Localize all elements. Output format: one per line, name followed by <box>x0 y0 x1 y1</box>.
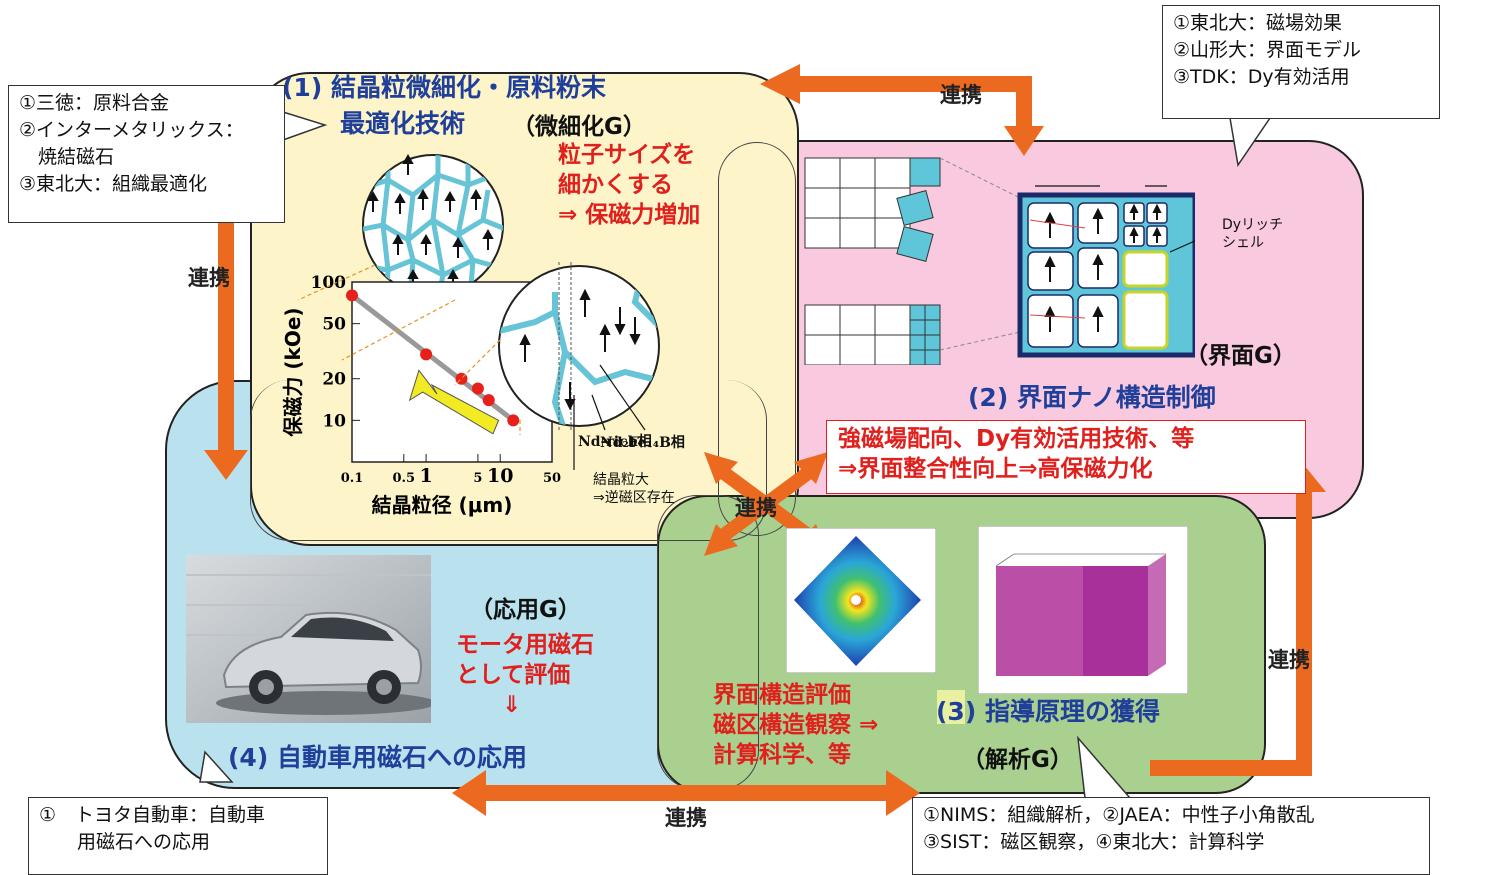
group1-label: （微細化G） <box>512 114 646 140</box>
link-label-center: 連携 <box>735 496 777 520</box>
x-tick-label: 10 <box>487 465 513 487</box>
group2-red-text: 強磁場配向、Dy有効活用技術、等 ⇒界面整合性向上⇒高保磁力化 <box>838 426 1195 482</box>
x-tick-label: 0.5 <box>392 471 415 486</box>
overlap-outline-2 <box>250 380 767 541</box>
phase-rich-label: Nd-rich相 <box>578 434 652 450</box>
group1-title-line1: (1) 結晶粒微細化・原料粉末 <box>282 73 606 102</box>
phase-main-label: Nd₂Fe₁₄B相 <box>600 435 685 451</box>
group1-title-line2: 最適化技術 <box>340 109 466 138</box>
group3-title: (3) 指導原理の獲得 <box>936 697 1160 726</box>
callout-top-left: ①三徳：原料合金 ②インターメタリックス： 焼結磁石 ③東北大：組織最適化 <box>8 85 285 223</box>
grain-structure-small <box>362 153 504 296</box>
link-label-top: 連携 <box>940 83 982 107</box>
x-tick-label: 50 <box>543 471 561 486</box>
decrease-arrow <box>408 369 500 435</box>
x-tick-label: 1 <box>419 465 432 487</box>
data-point <box>482 394 495 407</box>
group4-title: (4) 自動車用磁石への応用 <box>228 743 527 772</box>
link-label-bottom: 連携 <box>665 806 707 830</box>
overlap-outline <box>718 142 796 536</box>
link-label-right: 連携 <box>1268 648 1310 672</box>
data-point <box>346 289 358 302</box>
x-tick-label: 0.1 <box>341 471 364 486</box>
car-photo <box>186 555 431 723</box>
y-axis-label: 保磁力 (kOe) <box>281 307 305 437</box>
x-tick-label: 5 <box>473 471 482 486</box>
group3-label: （解析G） <box>962 747 1073 773</box>
scattering-pattern-image <box>786 528 936 673</box>
y-tick-label: 10 <box>322 411 346 431</box>
data-point <box>471 382 484 395</box>
domain-simulation-image <box>978 526 1188 694</box>
callout-bottom-left: ① トヨタ自動車：自動車 用磁石への応用 <box>28 797 328 875</box>
grain-structure-large <box>498 262 660 430</box>
link-label-left: 連携 <box>188 266 230 290</box>
callout-top-right: ①東北大：磁場効果 ②山形大：界面モデル ③TDK：Dy有効活用 <box>1162 5 1440 119</box>
y-tick-label: 50 <box>322 315 346 335</box>
data-point <box>420 348 433 361</box>
group4-red-text: モータ用磁石 として評価 ⇓ <box>456 632 594 718</box>
group3-number-highlight <box>937 690 965 724</box>
group4-label: （応用G） <box>470 597 581 623</box>
group1-red-text: 粒子サイズを 細かくする ⇒ 保磁力増加 <box>558 142 701 228</box>
dy-rich-shell-label: Dyリッチ シェル <box>1222 217 1284 251</box>
y-tick-label: 20 <box>322 370 346 390</box>
interface-grain-diagram <box>804 157 1195 365</box>
group2-red-box <box>826 420 1306 494</box>
grain-note: 結晶粒大 ⇒逆磁区存在 <box>593 472 675 506</box>
group3-red-text: 界面構造評価 磁区構造観察 ⇒ 計算科学、等 <box>713 682 879 768</box>
y-tick-label: 100 <box>311 273 347 293</box>
x-axis-label: 結晶粒径 (μm) <box>372 493 513 517</box>
group2-title: (2) 界面ナノ構造制御 <box>968 383 1216 412</box>
data-point <box>507 414 520 427</box>
callout-bottom-right: ①NIMS：組織解析，②JAEA：中性子小角散乱 ③SIST：磁区観察，④東北大… <box>912 797 1430 875</box>
group2-label: （界面G） <box>1185 343 1296 369</box>
